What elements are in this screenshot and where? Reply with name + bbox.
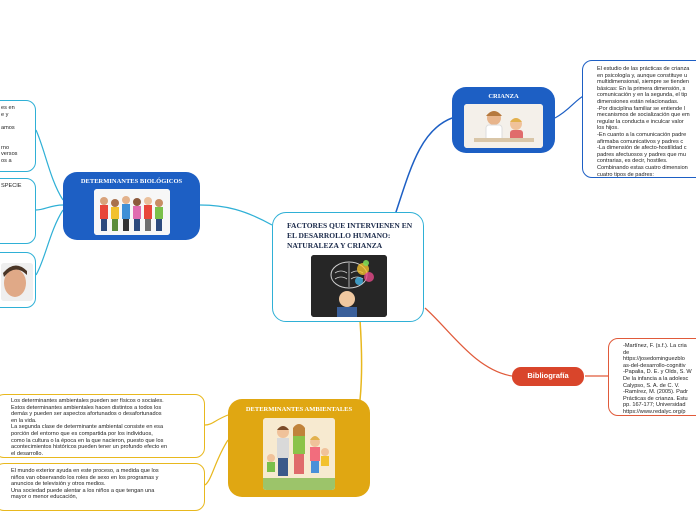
mother-child-photo-icon bbox=[464, 104, 543, 148]
ambientales-node[interactable]: DETERMINANTES AMBIENTALES bbox=[228, 399, 370, 497]
family-cartoon-icon bbox=[263, 418, 335, 490]
crianza-title: CRIANZA bbox=[488, 93, 519, 100]
ambientales-note-1-text: Los determinantes ambientales pueden ser… bbox=[11, 398, 168, 457]
link-bio-note1 bbox=[35, 129, 64, 201]
link-amb-note2 bbox=[204, 439, 229, 486]
bibliografia-note[interactable]: -Martínez, F. (s.f.). La cria de https:/… bbox=[608, 338, 696, 416]
bibliografia-title: Bibliografía bbox=[527, 371, 569, 380]
link-central-biologicos bbox=[199, 204, 273, 226]
central-title: FACTORES QUE INTERVIENEN EN EL DESARROLL… bbox=[287, 221, 413, 250]
link-central-crianza bbox=[394, 117, 453, 216]
link-crianza-note bbox=[554, 94, 586, 119]
ambientales-note-1[interactable]: Los determinantes ambientales pueden ser… bbox=[0, 394, 205, 458]
ambientales-note-2[interactable]: El mundo exterior ayuda en este proceso,… bbox=[0, 463, 205, 511]
biologicos-node[interactable]: DETERMINANTES BIOLÓGICOS bbox=[63, 172, 200, 240]
biologicos-note-2[interactable]: SPECIE bbox=[0, 178, 36, 244]
link-bio-note3 bbox=[35, 209, 64, 276]
ambientales-title: DETERMINANTES AMBIENTALES bbox=[245, 406, 353, 413]
biologicos-note-2-text: SPECIE bbox=[1, 183, 22, 189]
bibliografia-node[interactable]: Bibliografía bbox=[512, 367, 584, 386]
link-amb-note1 bbox=[204, 414, 229, 426]
bibliografia-note-text: -Martínez, F. (s.f.). La cria de https:/… bbox=[623, 343, 692, 415]
link-bio-note2 bbox=[35, 204, 64, 211]
child-brain-illustration-icon bbox=[311, 255, 387, 317]
central-topic[interactable]: FACTORES QUE INTERVIENEN EN EL DESARROLL… bbox=[272, 212, 424, 322]
crianza-note-text: El estudio de las prácticas de crianza e… bbox=[597, 66, 690, 178]
biologicos-note-3[interactable] bbox=[0, 252, 36, 308]
ambientales-note-2-text: El mundo exterior ayuda en este proceso,… bbox=[11, 468, 159, 501]
crianza-note[interactable]: El estudio de las prácticas de crianza e… bbox=[582, 60, 696, 178]
biologicos-note-1-text: es en e y amos rno versos os a bbox=[1, 105, 18, 164]
children-group-photo-icon bbox=[94, 189, 170, 235]
link-central-bibliografia bbox=[424, 307, 513, 377]
biologicos-note-1[interactable]: es en e y amos rno versos os a bbox=[0, 100, 36, 172]
link-central-ambientales bbox=[359, 319, 363, 401]
face-photo-icon bbox=[1, 263, 33, 301]
crianza-node[interactable]: CRIANZA bbox=[452, 87, 555, 153]
biologicos-title: DETERMINANTES BIOLÓGICOS bbox=[80, 178, 183, 185]
